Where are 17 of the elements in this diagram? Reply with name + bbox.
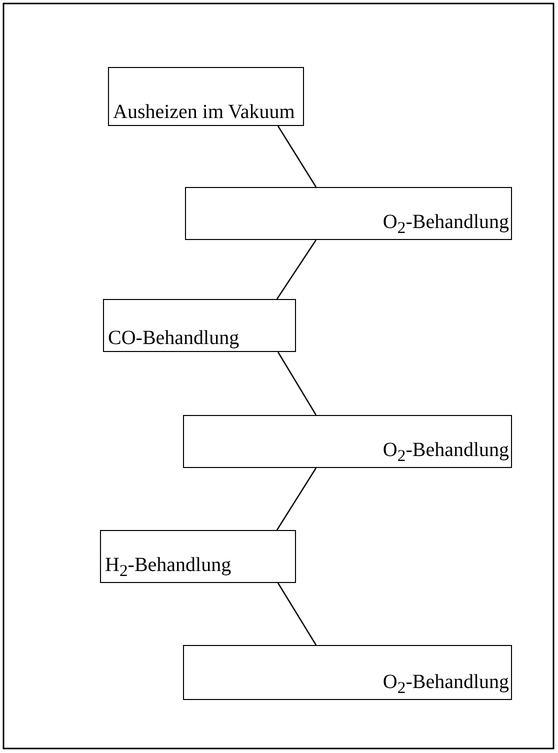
step-label: O$_{2}$-Behandlung bbox=[382, 438, 509, 465]
connector-line bbox=[277, 352, 317, 416]
step-label: Ausheizen im Vakuum bbox=[113, 101, 295, 123]
process-box bbox=[103, 299, 296, 352]
step-label: H$_{2}$-Behandlung bbox=[105, 554, 232, 580]
connector-line bbox=[276, 240, 317, 300]
process-box bbox=[100, 530, 296, 583]
process-box bbox=[183, 645, 512, 700]
process-box bbox=[183, 415, 512, 468]
step-label: O$_{2}$-Behandlung bbox=[382, 210, 509, 237]
process-box bbox=[108, 67, 304, 126]
process-box bbox=[185, 187, 512, 240]
step-label: O$_{2}$-Behandlung bbox=[382, 670, 509, 697]
connector-line bbox=[277, 126, 317, 188]
step-label: CO-Behandlung bbox=[108, 327, 240, 349]
connector-line bbox=[277, 582, 317, 646]
connector-line bbox=[276, 468, 317, 530]
